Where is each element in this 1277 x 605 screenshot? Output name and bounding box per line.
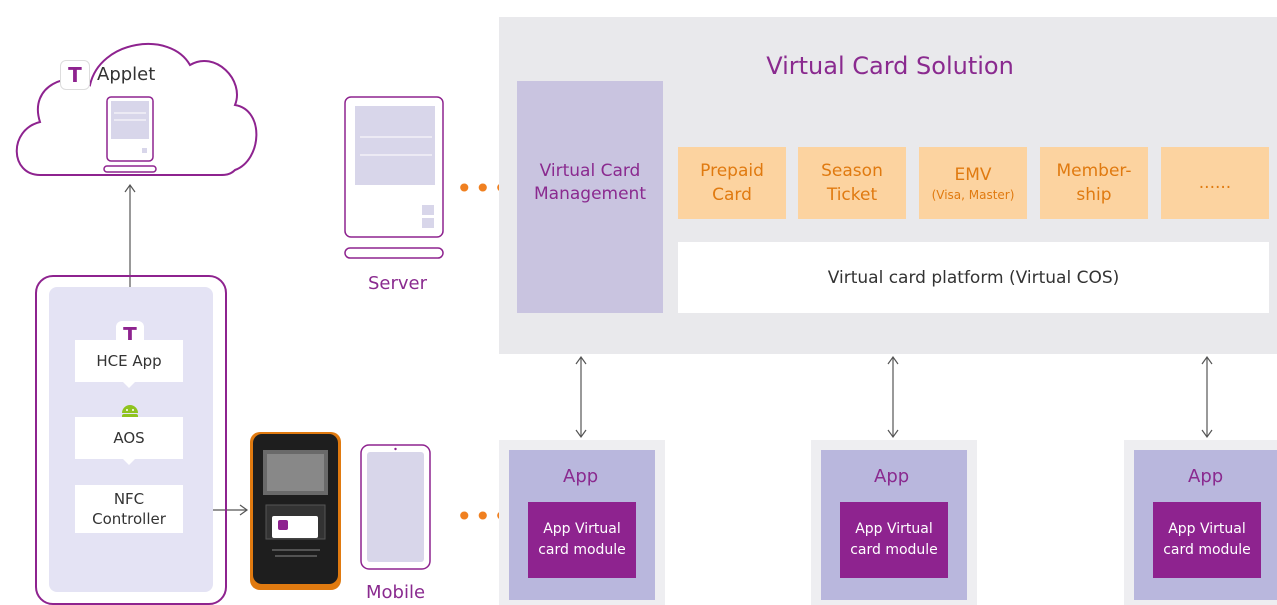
server-label: Server — [368, 273, 428, 294]
tablet-icon — [103, 96, 157, 173]
card-prepaid: Prepaid Card — [678, 147, 786, 219]
card-sub: (Visa, Master) — [931, 188, 1015, 202]
card-emv: EMV (Visa, Master) — [919, 147, 1027, 219]
mobile-phone-icon — [360, 444, 431, 570]
vcm-label-line1: Virtual Card — [539, 161, 641, 181]
platform-label: Virtual card platform (Virtual COS) — [827, 267, 1120, 288]
module-line2: card module — [1163, 542, 1251, 558]
card-line1: EMV — [954, 165, 992, 185]
nfc-label-line1: NFC — [113, 490, 145, 508]
mobile-label: Mobile — [366, 582, 426, 603]
card-line2: Ticket — [826, 185, 878, 205]
card-season-ticket: Season Ticket — [798, 147, 906, 219]
module-line1: App Virtual — [543, 521, 621, 537]
card-more: ...... — [1161, 147, 1269, 219]
nfc-controller-box: NFC Controller — [75, 485, 183, 533]
applet-label: Applet — [97, 64, 156, 85]
card-line1: ...... — [1198, 173, 1232, 193]
app-module-3: App Virtual card module — [1153, 502, 1261, 578]
module-line1: App Virtual — [1168, 521, 1246, 537]
platform-box: Virtual card platform (Virtual COS) — [678, 242, 1269, 313]
hce-app-label: HCE App — [96, 352, 162, 370]
arrows-solution-apps — [575, 355, 1213, 439]
app-module-1: App Virtual card module — [528, 502, 636, 578]
card-reader-icon — [250, 432, 341, 590]
vcm-box — [517, 81, 663, 313]
hce-tri — [123, 382, 135, 388]
app-module-2: App Virtual card module — [840, 502, 948, 578]
card-line1: Member- — [1056, 161, 1132, 181]
app-title-3: App — [1188, 466, 1224, 487]
card-line1: Prepaid — [700, 161, 764, 181]
app-title-2: App — [874, 466, 910, 487]
aos-tri — [123, 459, 135, 465]
nfc-label-line2: Controller — [92, 510, 166, 528]
phone-frame — [35, 275, 227, 605]
t-logo-icon: T — [60, 60, 90, 90]
server-icon — [344, 96, 444, 259]
solution-title: Virtual Card Solution — [766, 52, 1014, 80]
card-membership: Member- ship — [1040, 147, 1148, 219]
card-line1: Season — [821, 161, 883, 181]
hce-app-box: HCE App — [75, 340, 183, 382]
module-line1: App Virtual — [855, 521, 933, 537]
module-line2: card module — [850, 542, 938, 558]
app-title-1: App — [563, 466, 599, 487]
vcm-label: Virtual Card Management — [517, 160, 663, 206]
vcm-label-line2: Management — [534, 184, 646, 204]
card-line2: ship — [1076, 185, 1112, 205]
module-line2: card module — [538, 542, 626, 558]
aos-box: AOS — [75, 417, 183, 459]
aos-label: AOS — [113, 429, 145, 447]
card-line2: Card — [712, 185, 752, 205]
